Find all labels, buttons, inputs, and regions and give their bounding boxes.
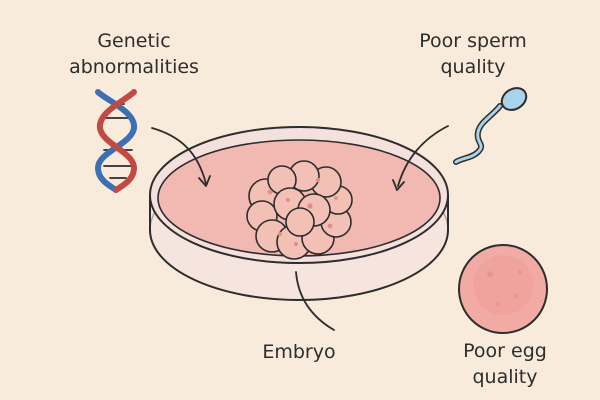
label-line: Poor egg: [463, 340, 547, 362]
label-embryo: Embryo: [236, 339, 362, 365]
dna-strand-red: [97, 89, 138, 193]
arrow-sperm: [397, 125, 449, 187]
label-poor-egg-quality: Poor egg quality: [432, 338, 578, 390]
label-line: quality: [440, 56, 506, 78]
label-line: quality: [472, 366, 538, 388]
egg-cell-icon: [458, 244, 548, 334]
leader-embryo: [295, 271, 335, 331]
arrow-sperm-head: [392, 179, 405, 191]
label-poor-sperm-quality: Poor sperm quality: [395, 28, 551, 80]
sperm-icon: [453, 87, 528, 165]
embryo-spots: [267, 177, 338, 246]
arrows: [151, 125, 449, 331]
label-genetic-abnormalities: Genetic abnormalities: [50, 28, 218, 80]
arrow-genetic: [151, 127, 207, 185]
label-line: Poor sperm: [419, 30, 527, 52]
egg-inner: [473, 255, 533, 315]
embryo-icon: [246, 160, 353, 260]
dna-icon: [94, 89, 138, 193]
sperm-tail-fill: [454, 104, 502, 164]
label-line: abnormalities: [69, 56, 199, 78]
label-line: Genetic: [97, 30, 171, 52]
sperm-head: [500, 87, 528, 111]
arrow-genetic-head: [198, 175, 211, 187]
embryo-cell: [285, 207, 315, 237]
label-line: Embryo: [262, 341, 336, 363]
